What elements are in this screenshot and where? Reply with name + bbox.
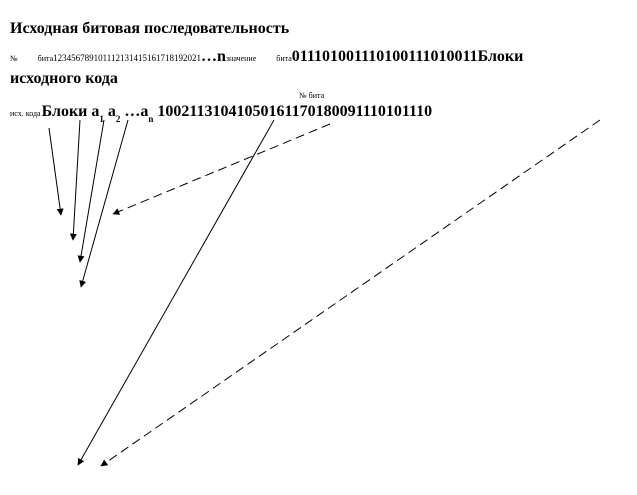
a1-subscript: 1: [99, 114, 104, 124]
a2-subscript: 2: [115, 114, 121, 124]
arrow-solid-2: [69, 119, 81, 241]
number-sign: №: [10, 54, 18, 63]
an-subscript: n: [148, 114, 154, 124]
n-label: n: [216, 48, 226, 65]
blocks-word: Блоки: [477, 48, 524, 65]
arrow-solid-1: [48, 127, 64, 216]
a2-label: a: [107, 103, 116, 120]
page-title: Исходная битовая последовательность: [10, 20, 290, 37]
arrow-dashed-1: [112, 123, 331, 215]
arrow-dashed-2: [100, 119, 601, 467]
an-label: a: [140, 103, 149, 120]
bit-number-label: № бита: [299, 91, 325, 100]
bit-numbers: 123456789101112131415161718192021: [53, 53, 201, 63]
source-code-label: исходного кода: [10, 70, 118, 87]
arrow-solid-4: [79, 119, 129, 288]
bit-label: бита: [37, 54, 54, 63]
bit-label-2: бита: [276, 54, 292, 63]
a1-label: a: [91, 103, 100, 120]
ellipsis-2: …: [124, 103, 141, 120]
arrow-solid-5: [77, 119, 275, 466]
source-code-abbr: исх. кода: [10, 109, 41, 118]
block-values: 10021131041050161170180091110101110: [157, 103, 433, 120]
arrow-solid-3: [77, 119, 105, 263]
ellipsis: …: [200, 48, 217, 65]
bit-values: 011101001110100111010011: [291, 48, 478, 65]
value-label: значение: [225, 54, 257, 63]
blocks-word-2: Блоки: [41, 103, 88, 120]
